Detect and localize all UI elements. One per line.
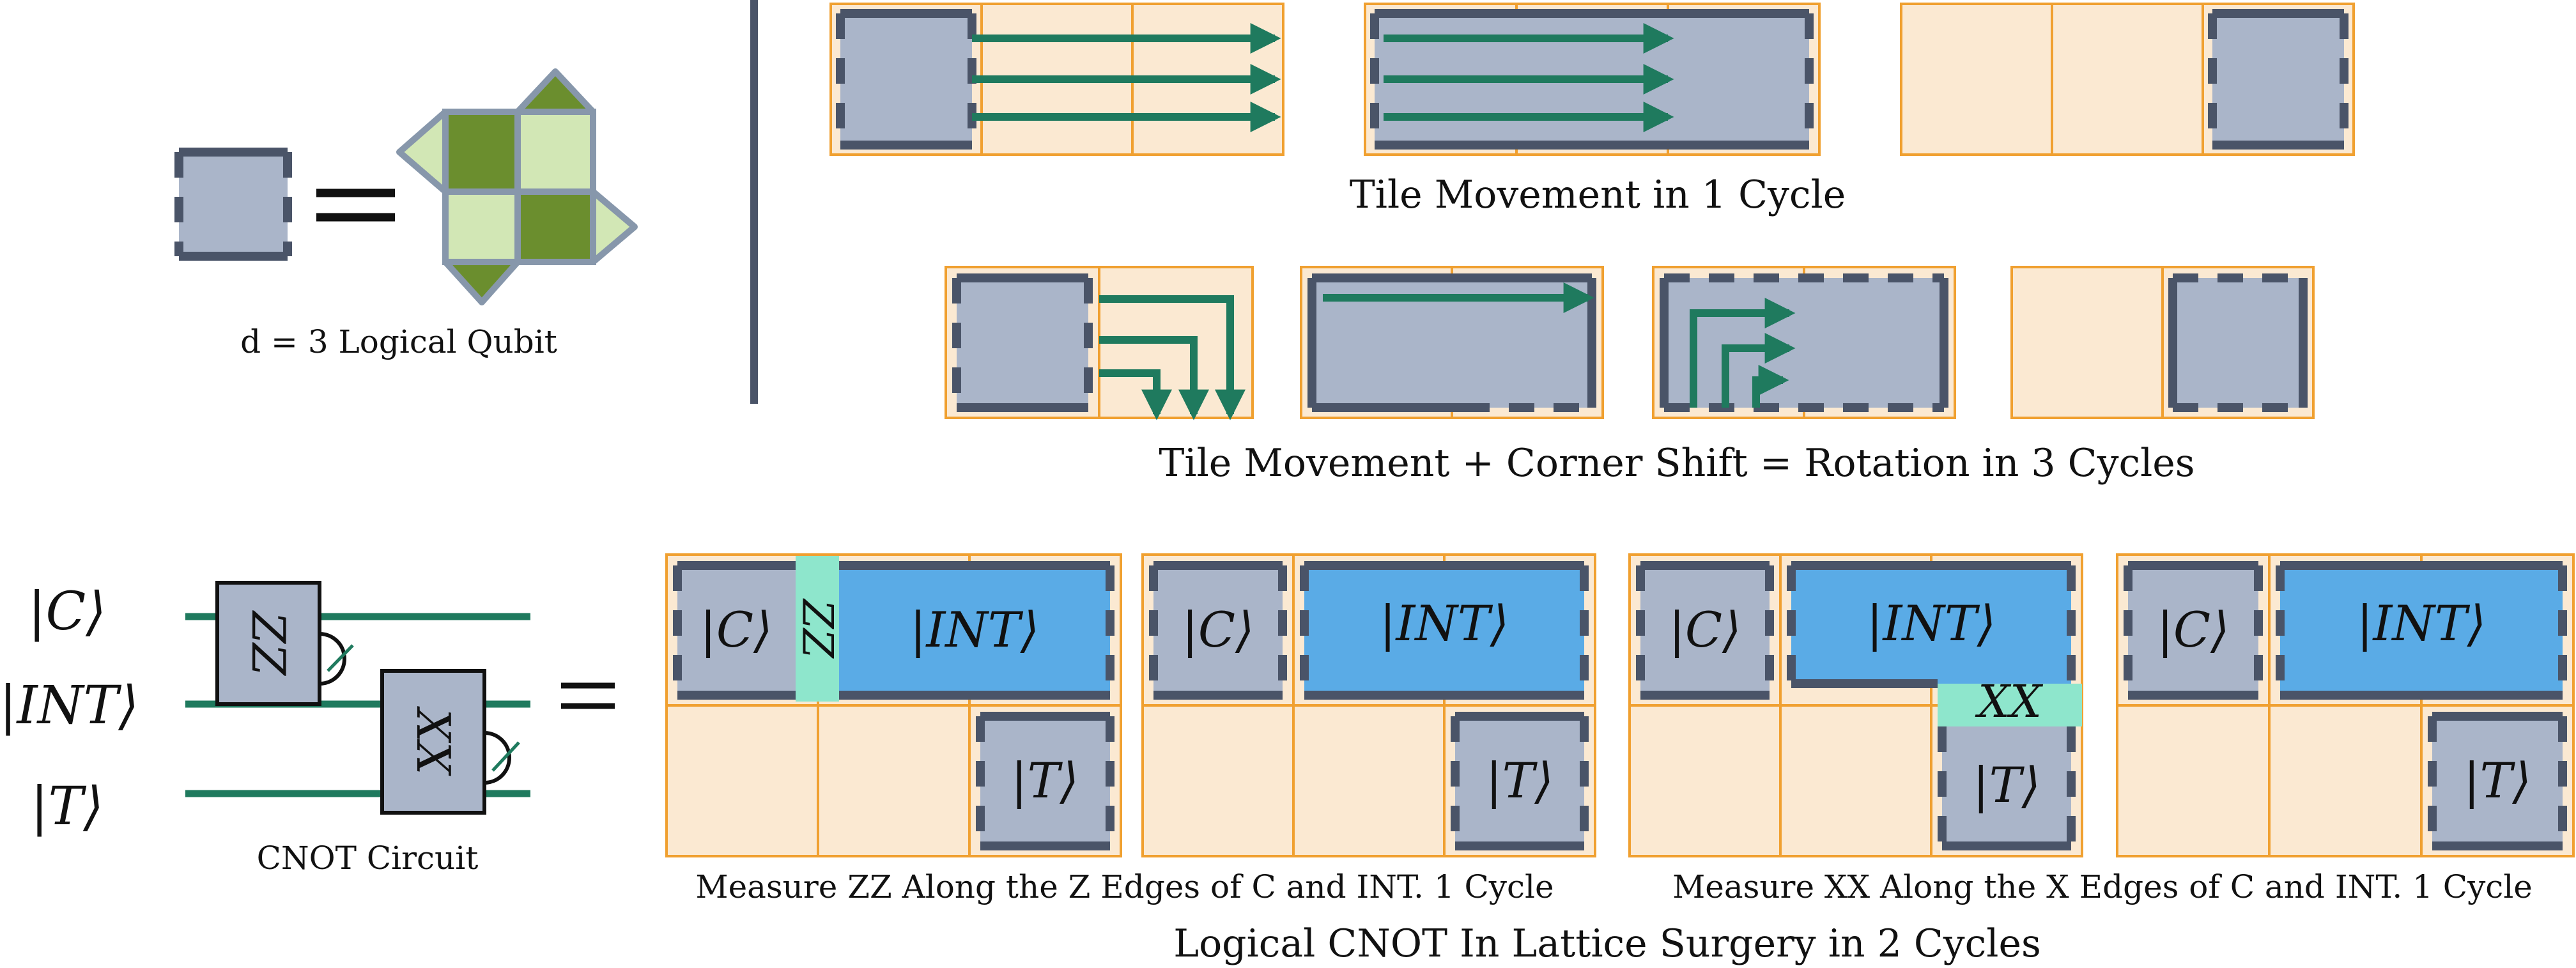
logical-tile bbox=[840, 13, 972, 145]
zz-gate-label: ZZ bbox=[242, 610, 295, 677]
tile-movement-section: Tile Movement in 1 Cycle bbox=[829, 3, 2355, 217]
tile-movement-step-2 bbox=[1364, 3, 1821, 156]
wire-label-target: |T⟩ bbox=[31, 776, 104, 837]
tile-movement-step-1 bbox=[829, 3, 1284, 156]
plaquette-light bbox=[442, 188, 521, 265]
tile-c-label: |C⟩ bbox=[1669, 601, 1741, 658]
boundary-stabilizer-bottom bbox=[442, 259, 521, 305]
tile-c bbox=[1153, 565, 1283, 695]
lattice-surgery-section: |C⟩ ZZ |INT⟩ |T⟩ bbox=[665, 553, 2575, 966]
wire-label-control: |C⟩ bbox=[28, 581, 106, 642]
surface-code-patch bbox=[396, 68, 638, 305]
tile-int-label: |INT⟩ bbox=[1380, 595, 1509, 652]
plaquette-light bbox=[514, 109, 596, 195]
tile-int-label: |INT⟩ bbox=[910, 601, 1039, 658]
stretched-tile bbox=[1664, 278, 1944, 408]
boundary-stabilizer-top bbox=[514, 68, 596, 115]
lattice-cell bbox=[1628, 704, 1782, 857]
lattice-cell bbox=[1292, 704, 1446, 857]
zz-measurement-strip bbox=[796, 556, 839, 702]
zz-gate bbox=[215, 581, 321, 706]
surgery-panel-4: |C⟩ |INT⟩ |T⟩ bbox=[2116, 553, 2575, 857]
wire-label-intermediate: |INT⟩ bbox=[0, 675, 139, 736]
zz-measure-icon bbox=[319, 632, 346, 686]
rotation-step-3 bbox=[1652, 266, 1956, 419]
tile-t bbox=[1455, 716, 1584, 846]
lattice-cell bbox=[2268, 704, 2423, 857]
tile-int-label: |INT⟩ bbox=[2357, 595, 2486, 652]
bend-arrow bbox=[1099, 336, 1209, 420]
bend-arrow bbox=[1690, 298, 1796, 408]
surgery-panel-1: |C⟩ ZZ |INT⟩ |T⟩ bbox=[665, 553, 1122, 857]
measure-xx-caption: Measure XX Along the X Edges of C and IN… bbox=[1672, 868, 2533, 905]
lattice-cell bbox=[1779, 704, 1932, 857]
surgery-panel-2: |C⟩ |INT⟩ |T⟩ bbox=[1141, 553, 1596, 857]
logical-tile bbox=[2212, 13, 2344, 145]
tile-c-label: |C⟩ bbox=[700, 601, 772, 658]
tile-c bbox=[1640, 565, 1770, 695]
rotation-step-4 bbox=[2010, 266, 2315, 419]
plaquette-dark bbox=[442, 109, 521, 195]
lattice-cell bbox=[1900, 3, 2053, 156]
rotation-caption: Tile Movement + Corner Shift = Rotation … bbox=[1159, 441, 2194, 486]
logical-tile bbox=[957, 278, 1088, 408]
cnot-circuit: |C⟩ |INT⟩ |T⟩ ZZ XX CNOT Circuit bbox=[0, 581, 615, 877]
tile-c-label: |C⟩ bbox=[2157, 601, 2229, 658]
logical-qubit-legend: d = 3 Logical Qubit bbox=[174, 68, 638, 360]
tile-t-label: |T⟩ bbox=[1973, 757, 2040, 813]
bend-arrow bbox=[1722, 333, 1796, 408]
tile-c bbox=[2128, 565, 2258, 695]
bend-arrow bbox=[1099, 369, 1172, 420]
xx-measure-needle-icon bbox=[491, 741, 520, 772]
tile-c bbox=[677, 565, 796, 695]
tile-c-label: |C⟩ bbox=[1182, 601, 1254, 658]
boundary-stabilizer-left bbox=[396, 109, 449, 195]
tile-t bbox=[2432, 716, 2563, 846]
legend-tile bbox=[179, 152, 288, 256]
lattice-cell bbox=[2051, 3, 2204, 156]
lattice-cell bbox=[817, 704, 971, 857]
zz-measure-needle-icon bbox=[327, 644, 354, 672]
tile-int bbox=[1304, 565, 1584, 695]
zz-strip-label: ZZ bbox=[793, 598, 842, 659]
tile-int bbox=[2280, 565, 2563, 695]
measure-zz-caption: Measure ZZ Along the Z Edges of C and IN… bbox=[695, 868, 1554, 905]
rotation-step-1 bbox=[945, 266, 1254, 420]
xx-gate bbox=[380, 669, 486, 815]
bend-arrow bbox=[1752, 365, 1789, 408]
xx-strip-label: XX bbox=[1975, 675, 2044, 728]
tile-movement-step-3 bbox=[1900, 3, 2355, 156]
rotated-tile bbox=[2173, 278, 2303, 408]
lattice-cell bbox=[2116, 704, 2271, 857]
tile-int-label: |INT⟩ bbox=[1867, 595, 1996, 652]
lattice-cell bbox=[2010, 266, 2164, 419]
logical-qubit-caption: d = 3 Logical Qubit bbox=[240, 323, 557, 360]
xx-measure-icon bbox=[484, 731, 511, 785]
rotation-step-2 bbox=[1300, 266, 1604, 419]
lattice-surgery-caption: Logical CNOT In Lattice Surgery in 2 Cyc… bbox=[1173, 921, 2041, 966]
surgery-panel-3: |C⟩ |INT⟩ XX |T⟩ bbox=[1628, 553, 2083, 857]
xx-gate-label: XX bbox=[406, 706, 460, 776]
tile-int bbox=[839, 565, 1110, 695]
rotation-section: Tile Movement + Corner Shift = Rotation … bbox=[945, 266, 2315, 486]
boundary-stabilizer-right bbox=[590, 188, 638, 265]
tile-t bbox=[980, 716, 1110, 846]
xx-measurement-strip bbox=[1938, 684, 2082, 726]
lattice-cell bbox=[665, 704, 819, 857]
cnot-circuit-caption: CNOT Circuit bbox=[257, 840, 479, 877]
tile-movement-caption: Tile Movement in 1 Cycle bbox=[1350, 173, 1846, 217]
tile-t-label: |T⟩ bbox=[1011, 752, 1079, 809]
tile-t-label: |T⟩ bbox=[2464, 752, 2531, 809]
lattice-cell bbox=[1141, 704, 1295, 857]
bend-arrow bbox=[1099, 295, 1246, 420]
tile-int bbox=[1791, 565, 2071, 684]
tile-t-label: |T⟩ bbox=[1486, 752, 1554, 809]
tile-t bbox=[1942, 726, 2071, 846]
plaquette-dark bbox=[514, 188, 596, 265]
